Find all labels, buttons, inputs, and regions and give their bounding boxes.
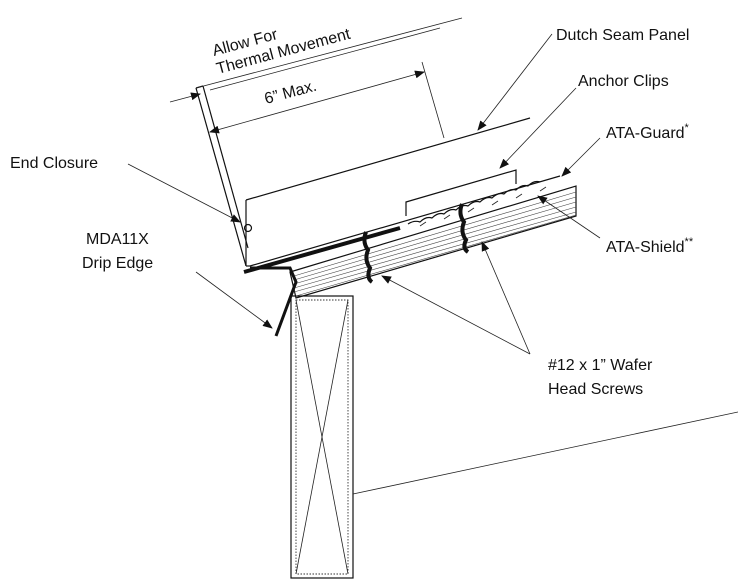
leader-screw-2 [481,241,531,355]
label-drip-edge-line1: MDA11X [86,231,149,248]
anchor-clip [405,169,517,216]
ata-guard-underlayment [249,175,561,267]
leader-drip-edge [195,271,273,329]
dutch-seam-panel [243,117,531,267]
label-ata-guard-mark: * [685,122,690,134]
end-closure-rivet [243,223,253,233]
label-drip-edge-line2: Drip Edge [82,255,153,272]
label-ata-shield-text: ATA-Shield [606,239,685,256]
deck-hatching [293,191,577,297]
label-ata-shield-mark: ** [685,236,694,248]
leader-screw-1 [381,275,531,355]
leader-ata-shield [537,195,601,239]
leader-ata-guard [561,137,601,177]
label-ata-guard: ATA-Guard* [606,122,690,142]
label-max-gap: 6” Max. [263,78,319,108]
label-end-closure: End Closure [10,155,98,172]
label-dutch-seam-panel: Dutch Seam Panel [556,27,689,44]
leader-anchor-clips [499,87,577,169]
leader-dutch-seam-panel [477,33,553,131]
label-screws-line1: #12 x 1” Wafer [548,357,653,374]
leader-lines [127,33,601,355]
screw-2 [458,203,470,254]
label-ata-guard-text: ATA-Guard [606,125,685,142]
leader-end-closure [127,163,241,223]
roof-deck [289,185,577,299]
label-ata-shield: ATA-Shield** [606,236,694,256]
label-anchor-clips: Anchor Clips [578,73,669,90]
wafer-head-screws [362,203,470,284]
label-screws-line2: Head Screws [548,381,643,398]
mda11x-drip-edge [243,226,401,337]
screw-1 [362,231,374,284]
max-gap-dimension [209,70,425,134]
wood-post [290,295,738,579]
